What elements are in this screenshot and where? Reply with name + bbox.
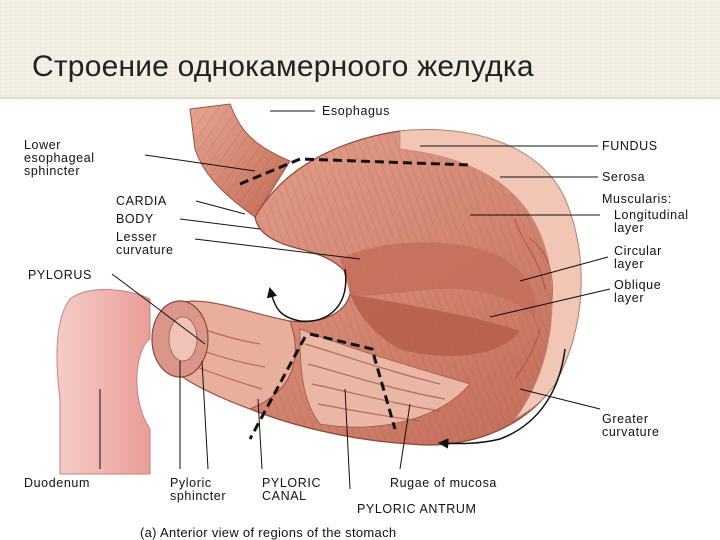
lesser-curvature-arrow xyxy=(266,268,347,322)
label-serosa: Serosa xyxy=(602,170,646,184)
leader-lines xyxy=(99,110,611,490)
label-body: BODY xyxy=(116,212,154,226)
label-duodenum: Duodenum xyxy=(24,476,90,490)
label-pyloric-sphincter: Pyloric sphincter xyxy=(170,476,227,503)
label-pylorus: PYLORUS xyxy=(28,268,92,282)
label-oblique-layer: Oblique layer xyxy=(614,278,662,305)
label-circular-layer: Circular layer xyxy=(614,244,662,271)
label-esophagus: Esophagus xyxy=(322,104,390,118)
serosa-vessels xyxy=(514,218,553,380)
label-lower-esophageal-sphincter: Lower esophageal sphincter xyxy=(24,138,95,178)
stomach-illustration xyxy=(56,103,611,490)
label-longitudinal-layer: Longitudinal layer xyxy=(614,208,689,235)
label-lesser-curvature: Lesser curvature xyxy=(116,230,174,257)
title-divider xyxy=(0,97,720,99)
region-boundaries xyxy=(239,157,471,440)
label-muscularis: Muscularis: xyxy=(602,192,672,206)
label-pyloric-canal: PYLORIC CANAL xyxy=(262,476,322,503)
slide-title: Строение однокамерноого желудка xyxy=(32,50,534,83)
label-pyloric-antrum: PYLORIC ANTRUM xyxy=(357,502,477,516)
label-fundus: FUNDUS xyxy=(602,139,658,153)
label-greater-curvature: Greater curvature xyxy=(602,412,660,439)
duodenum-shape xyxy=(56,289,151,475)
figure-caption: (a) Anterior view of regions of the stom… xyxy=(140,525,397,540)
muscle-layers-cutaway xyxy=(340,242,536,319)
label-rugae-of-mucosa: Rugae of mucosa xyxy=(390,476,497,490)
stomach-diagram: Esophagus Lower esophageal sphincter CAR… xyxy=(0,99,720,540)
label-cardia: CARDIA xyxy=(116,194,167,208)
greater-curvature-arrow xyxy=(437,348,566,449)
